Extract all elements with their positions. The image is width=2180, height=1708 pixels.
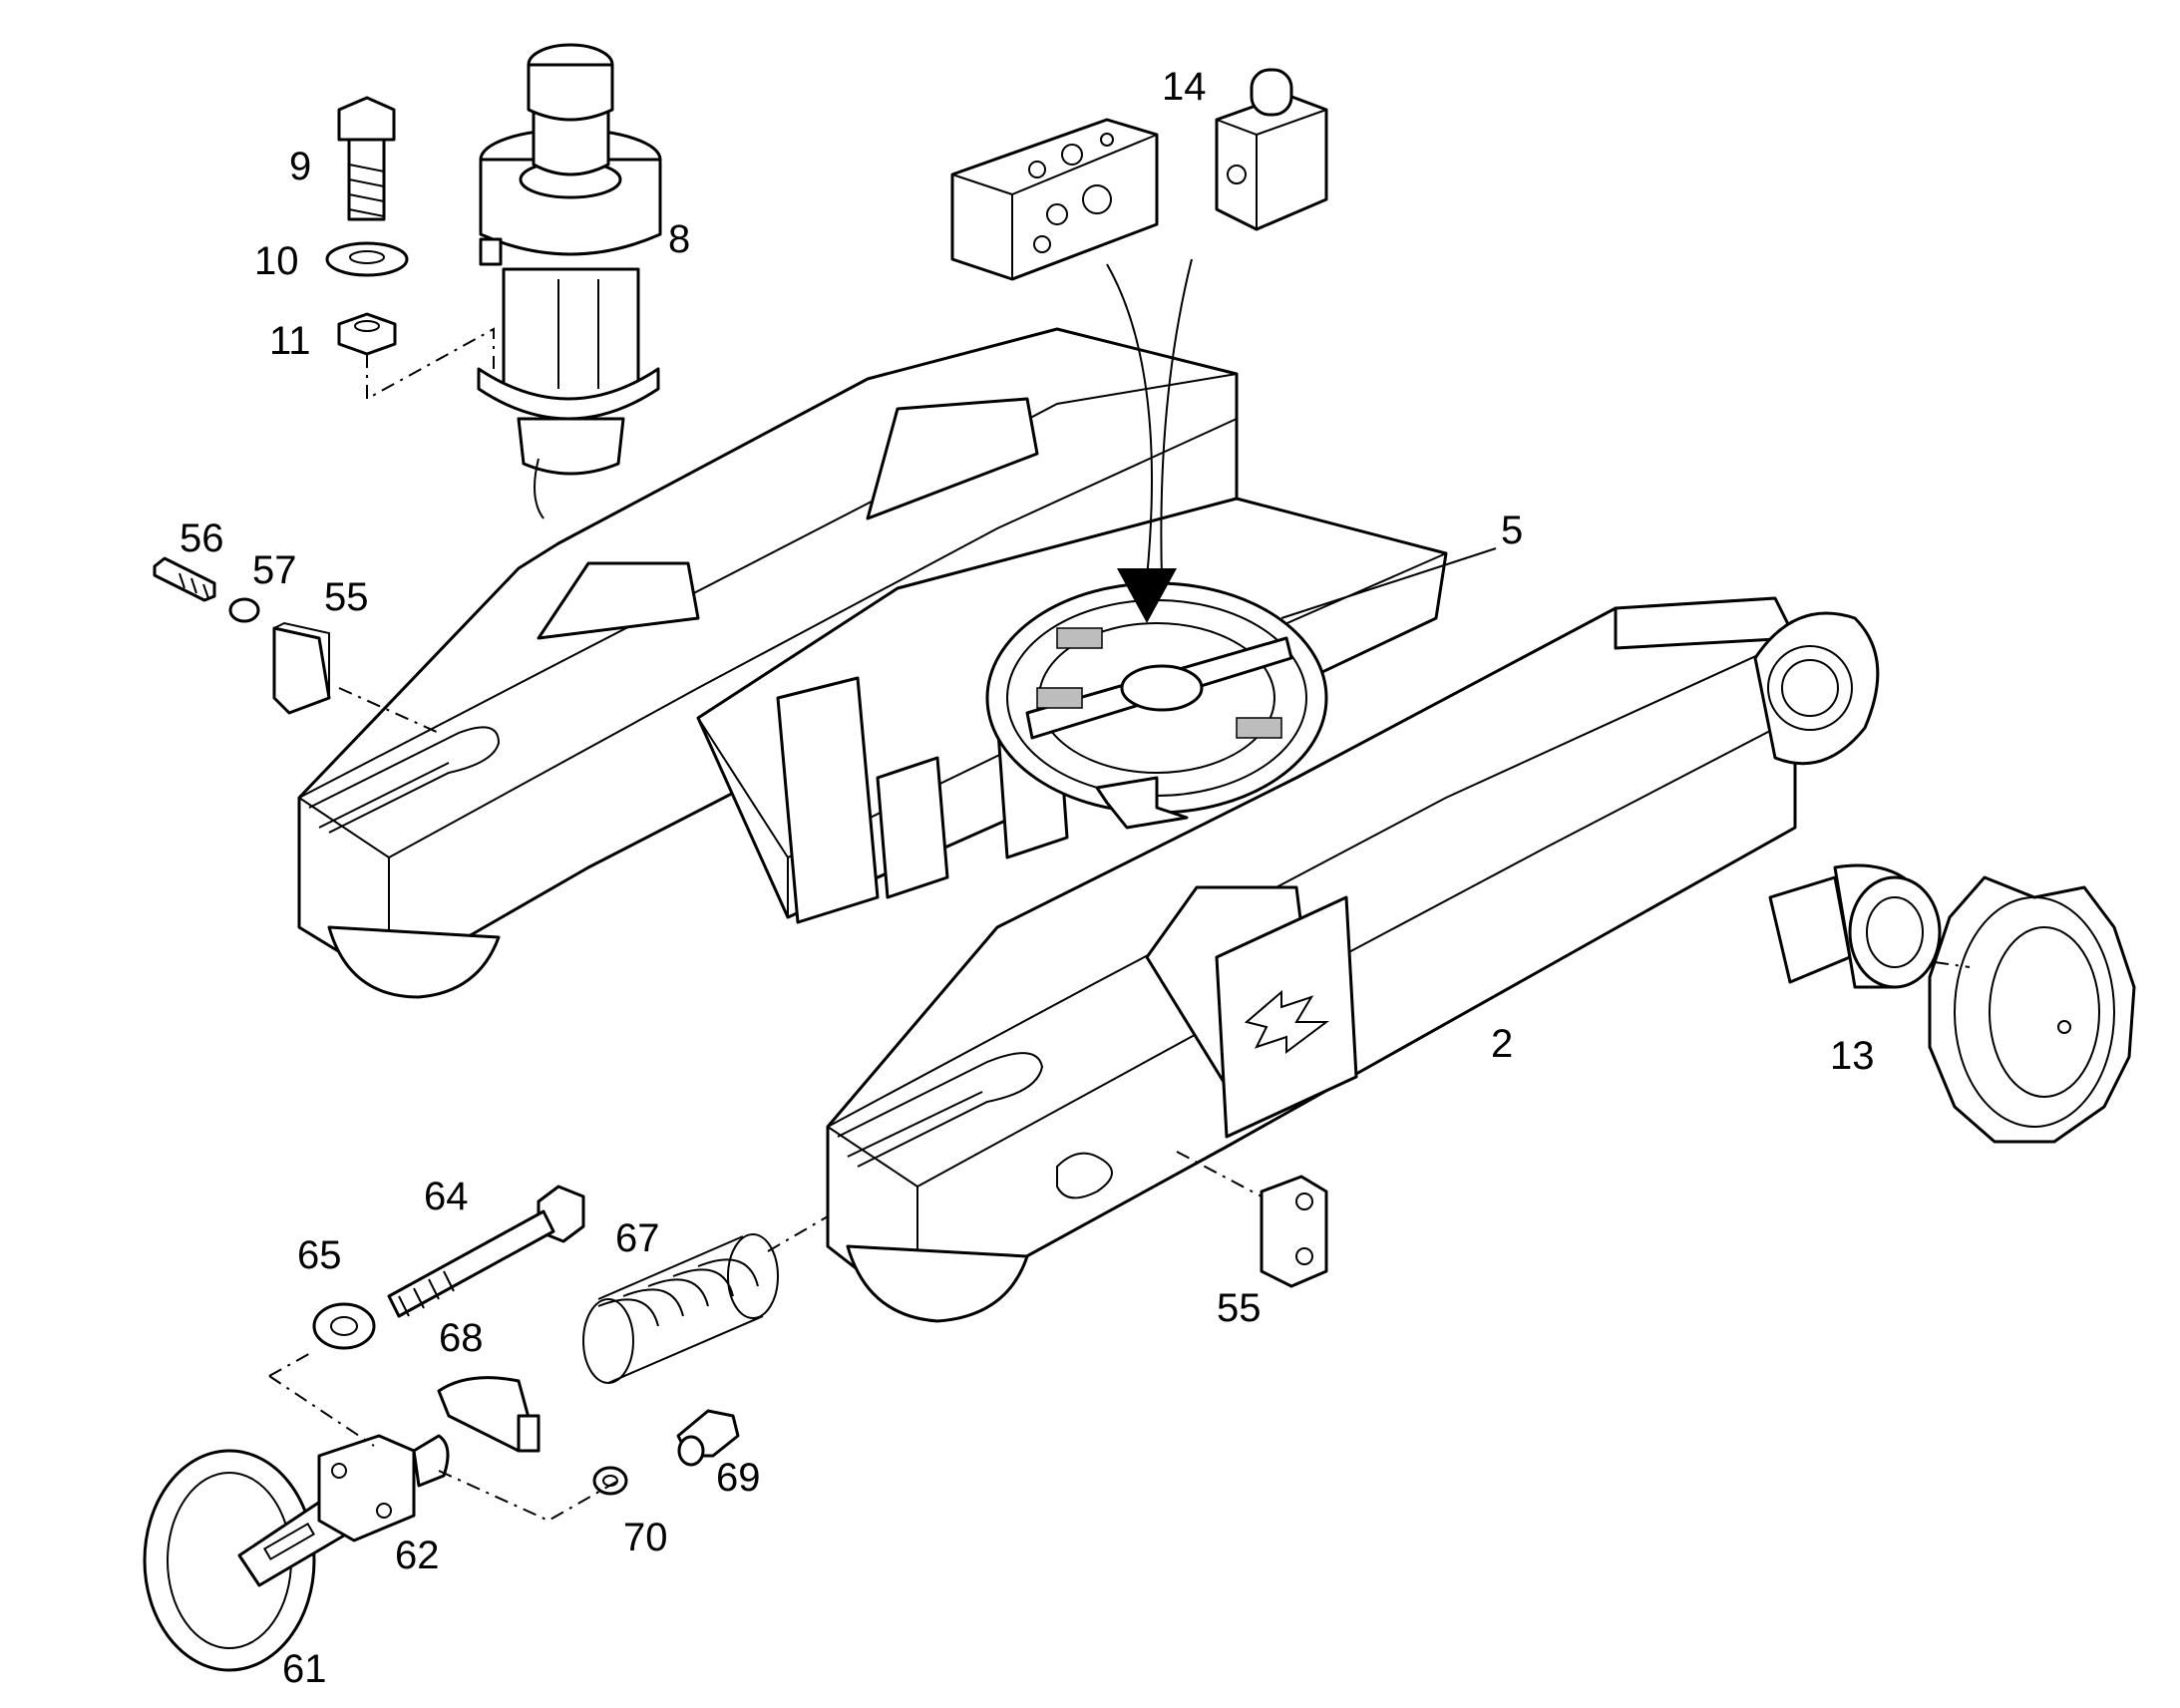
label-part-64: 64 [424, 1175, 469, 1218]
tension-yoke [437, 1376, 541, 1453]
leader-62-70 [438, 1470, 619, 1523]
label-part-8: 8 [668, 217, 690, 261]
idler-bracket [317, 1434, 450, 1542]
tension-washer [312, 1302, 376, 1350]
label-part-55-left: 55 [324, 575, 369, 619]
label-part-2: 2 [1491, 1022, 1513, 1066]
label-part-56: 56 [180, 516, 224, 560]
label-part-14: 14 [1162, 65, 1207, 109]
track-idler [143, 1449, 346, 1672]
label-part-57: 57 [252, 548, 297, 592]
label-part-13: 13 [1830, 1034, 1875, 1078]
label-part-55-right: 55 [1217, 1286, 1262, 1330]
label-part-61: 61 [282, 1647, 327, 1691]
label-part-70: 70 [623, 1516, 668, 1559]
bolt-washer-nut-set [325, 96, 409, 356]
right-step-bracket [1260, 1175, 1328, 1288]
tension-spring [582, 1233, 779, 1384]
label-part-65: 65 [297, 1233, 342, 1277]
leader-13-frame [1934, 961, 1971, 968]
leader-11-8 [366, 327, 495, 401]
seal-ring [592, 1466, 628, 1496]
label-part-62: 62 [395, 1534, 440, 1577]
leader-55-frame [338, 687, 440, 734]
rotary-joint [477, 43, 662, 519]
label-part-5: 5 [1501, 509, 1523, 552]
drive-motor-sprocket [1768, 863, 2136, 1144]
label-part-68: 68 [439, 1316, 484, 1360]
swing-ring-bearing [985, 581, 1328, 830]
leader-61-65 [268, 1350, 375, 1447]
label-part-9: 9 [289, 145, 311, 188]
valve-block-set [950, 68, 1328, 281]
label-part-10: 10 [254, 239, 299, 283]
label-part-67: 67 [615, 1216, 660, 1260]
left-step-bracket [153, 556, 331, 715]
label-part-69: 69 [716, 1456, 761, 1500]
label-part-11: 11 [269, 319, 311, 363]
insertion-arrow [1106, 258, 1193, 623]
leader-67-frame [767, 1215, 829, 1252]
leader-label-5 [1280, 547, 1497, 619]
grease-fitting [676, 1409, 740, 1467]
tension-bolt [387, 1185, 585, 1318]
